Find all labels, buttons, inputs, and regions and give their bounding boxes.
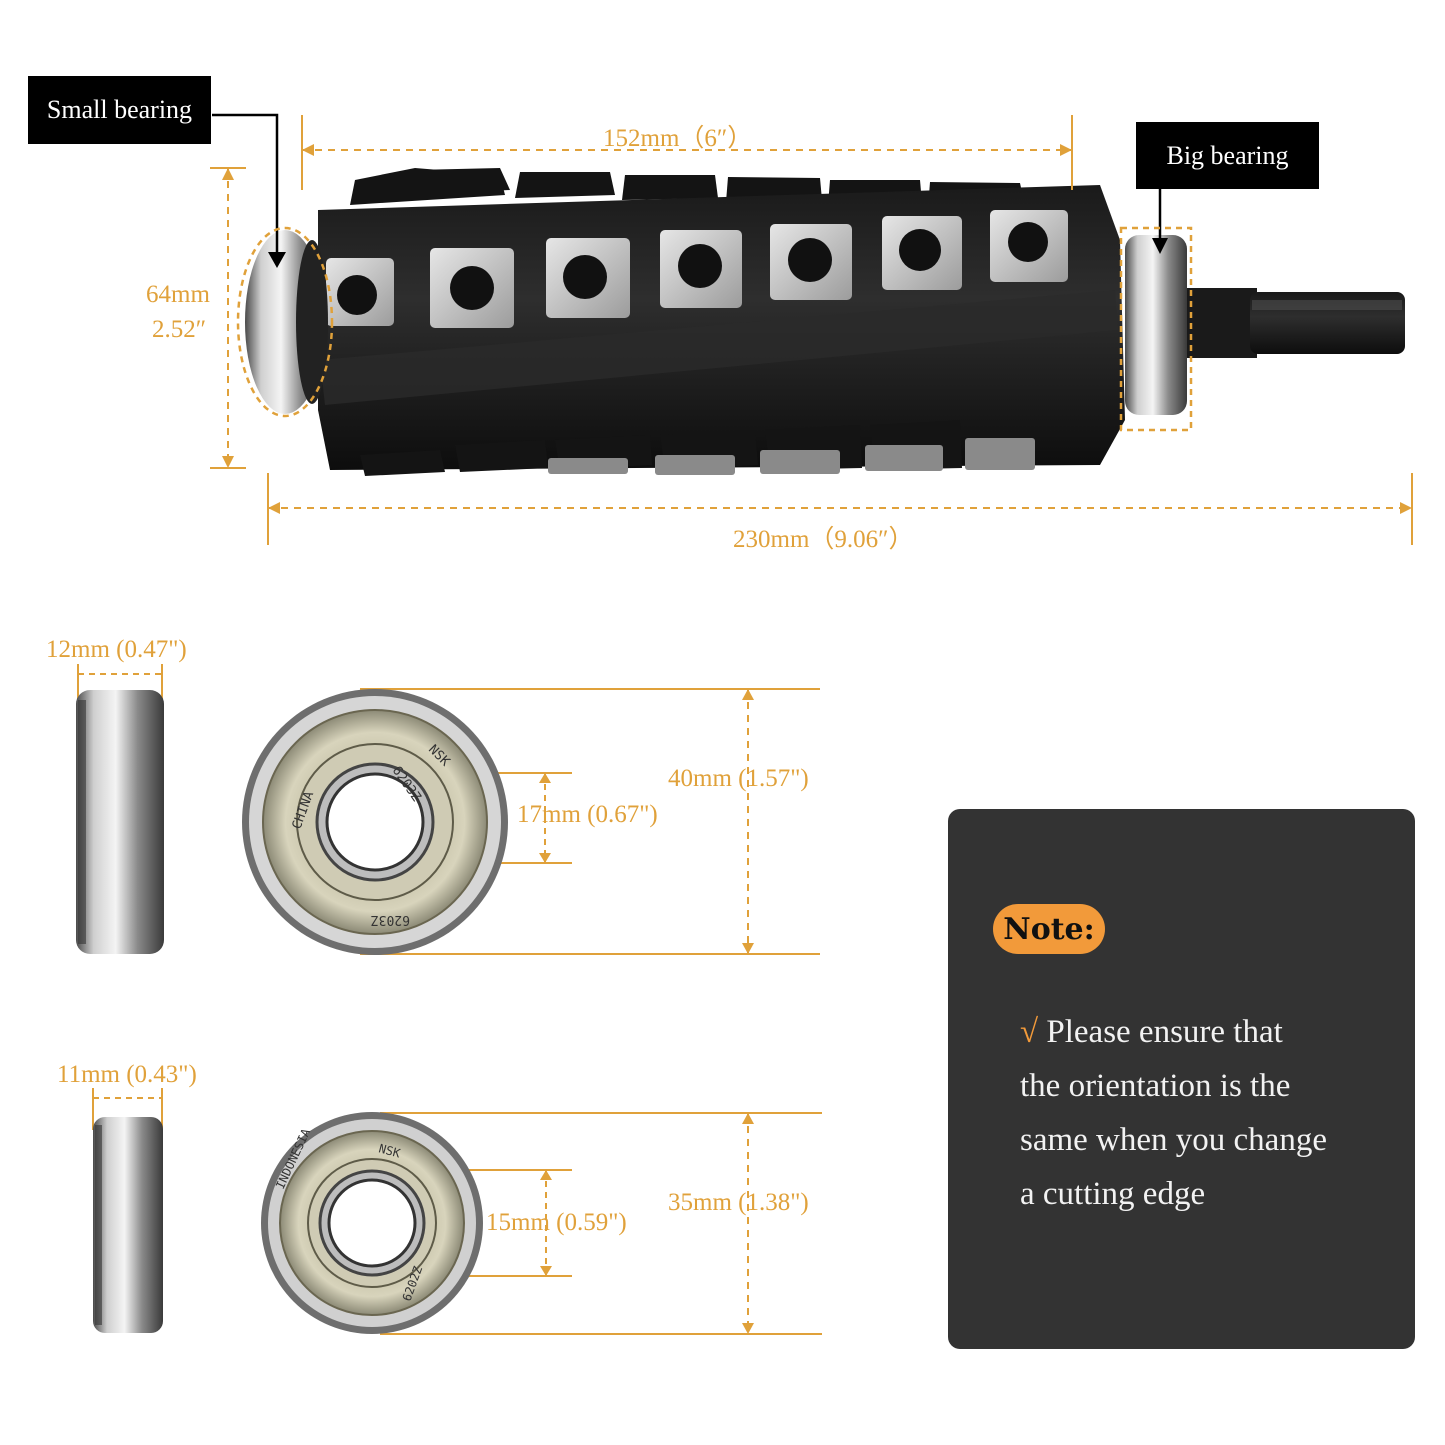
- insert: [660, 230, 742, 308]
- insert: [546, 238, 630, 318]
- big-bearing-end: [1125, 235, 1405, 415]
- note-line-1: √ Please ensure that: [1020, 1014, 1283, 1050]
- small-bearing-highlight: [236, 226, 334, 418]
- note-line-3: same when you change: [1020, 1122, 1327, 1158]
- top-cutting-inserts: [326, 210, 1068, 328]
- small-bearing-side: [93, 1117, 163, 1333]
- small-bearing-outer-dimension: 35mm (1.38"): [668, 1189, 809, 1216]
- big-bearing-inner-dimension: 17mm (0.67"): [517, 801, 658, 828]
- big-bearing-side: [76, 690, 164, 954]
- dimension-lines: [77, 115, 1413, 1335]
- big-bearing-outer-dimension: 40mm (1.57"): [668, 765, 809, 792]
- note-badge: Note:: [993, 904, 1105, 954]
- diameter-mm-dimension: 64mm: [146, 281, 210, 308]
- big-bearing-width-dimension: 12mm (0.47"): [46, 636, 187, 663]
- cutter-length-dimension: 152mm（6″）: [603, 125, 753, 152]
- diameter-in-dimension: 2.52″: [152, 316, 207, 343]
- small-bearing-leader: [212, 113, 279, 262]
- cutter-head: [245, 168, 1405, 476]
- small-bearing-inner-dimension: 15mm (0.59"): [486, 1209, 627, 1236]
- big-bearing-highlight: [1119, 226, 1193, 432]
- big-bearing-label: Big bearing: [1136, 122, 1319, 189]
- insert: [882, 216, 962, 290]
- small-bearing-face: [261, 1112, 483, 1334]
- small-bearing-label: Small bearing: [28, 76, 211, 144]
- note-line-4: a cutting edge: [1020, 1176, 1206, 1212]
- dimension-arrows: [222, 144, 1412, 1334]
- insert: [326, 258, 394, 326]
- svg-text:6203Z: 6203Z: [371, 912, 410, 927]
- small-bearing-end: [245, 230, 328, 414]
- svg-text:NSK: NSK: [377, 1141, 402, 1160]
- small-bearing-width-dimension: 11mm (0.43"): [57, 1061, 197, 1088]
- note-panel: [948, 809, 1415, 1349]
- big-bearing-face: [242, 689, 508, 955]
- note-line-2: the orientation is the: [1020, 1068, 1291, 1104]
- insert: [430, 248, 514, 328]
- bottom-cutting-inserts: [548, 438, 1035, 475]
- check-icon: √: [1020, 1014, 1039, 1050]
- total-length-dimension: 230mm（9.06″）: [733, 526, 914, 553]
- insert: [770, 224, 852, 300]
- insert: [990, 210, 1068, 282]
